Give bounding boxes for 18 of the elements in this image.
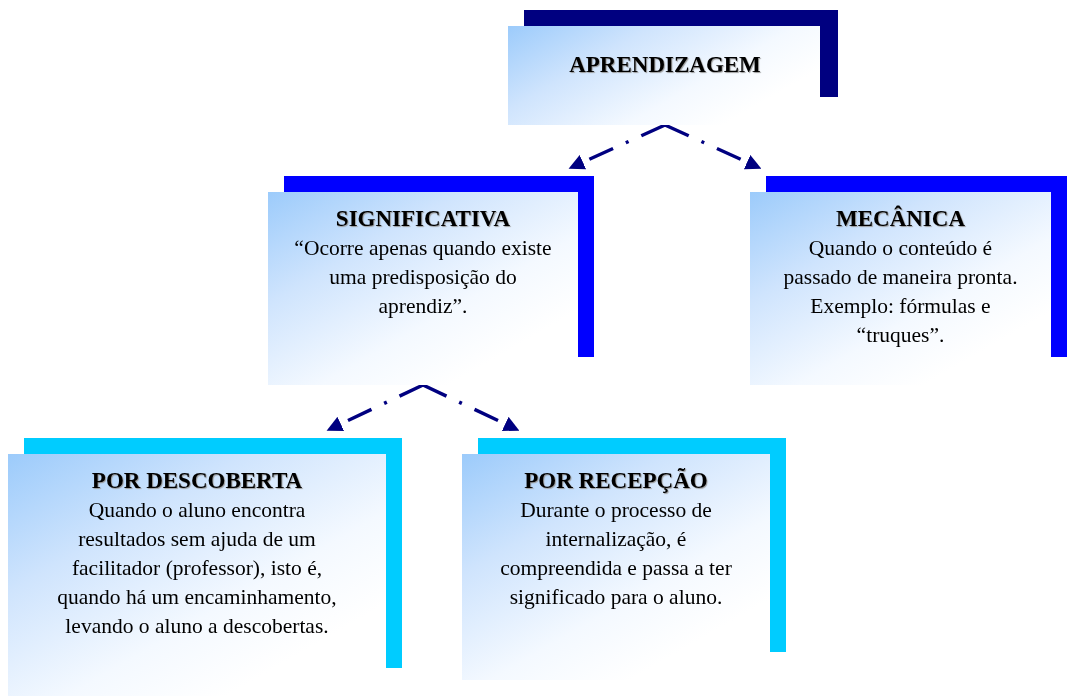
- category-card: [268, 176, 594, 385]
- arrow: [422, 383, 520, 432]
- card-heading: SIGNIFICATIVA: [334, 205, 512, 233]
- arrow: [326, 383, 424, 432]
- subcategory-card: [462, 438, 786, 680]
- card-heading: APRENDIZAGEM: [568, 51, 762, 79]
- card-description: “Ocorre apenas quando existe uma predisposição do aprendiz”.: [293, 235, 553, 320]
- card-heading: POR DESCOBERTA: [90, 467, 304, 495]
- subcategory-card: [8, 438, 402, 696]
- card-heading: MECÂNICA: [834, 204, 967, 233]
- arrow: [664, 123, 762, 170]
- category-card: [750, 176, 1067, 385]
- card-description: Durante o processo de internalização, é compreendida e passa a ter significado para o aluno.: [499, 497, 733, 611]
- title-card: [508, 10, 838, 125]
- card-heading: POR RECEPÇÃO: [523, 467, 709, 495]
- card-description: Quando o aluno encontra resultados sem ajuda de um facilitador (professor), isto é, quando há um encaminhamento, levando o aluno a descobertas.: [56, 497, 338, 640]
- card-description: Quando o conteúdo é passado de maneira pronta. Exemplo: fórmulas e “truques”.: [782, 235, 1019, 349]
- arrow: [568, 123, 666, 170]
